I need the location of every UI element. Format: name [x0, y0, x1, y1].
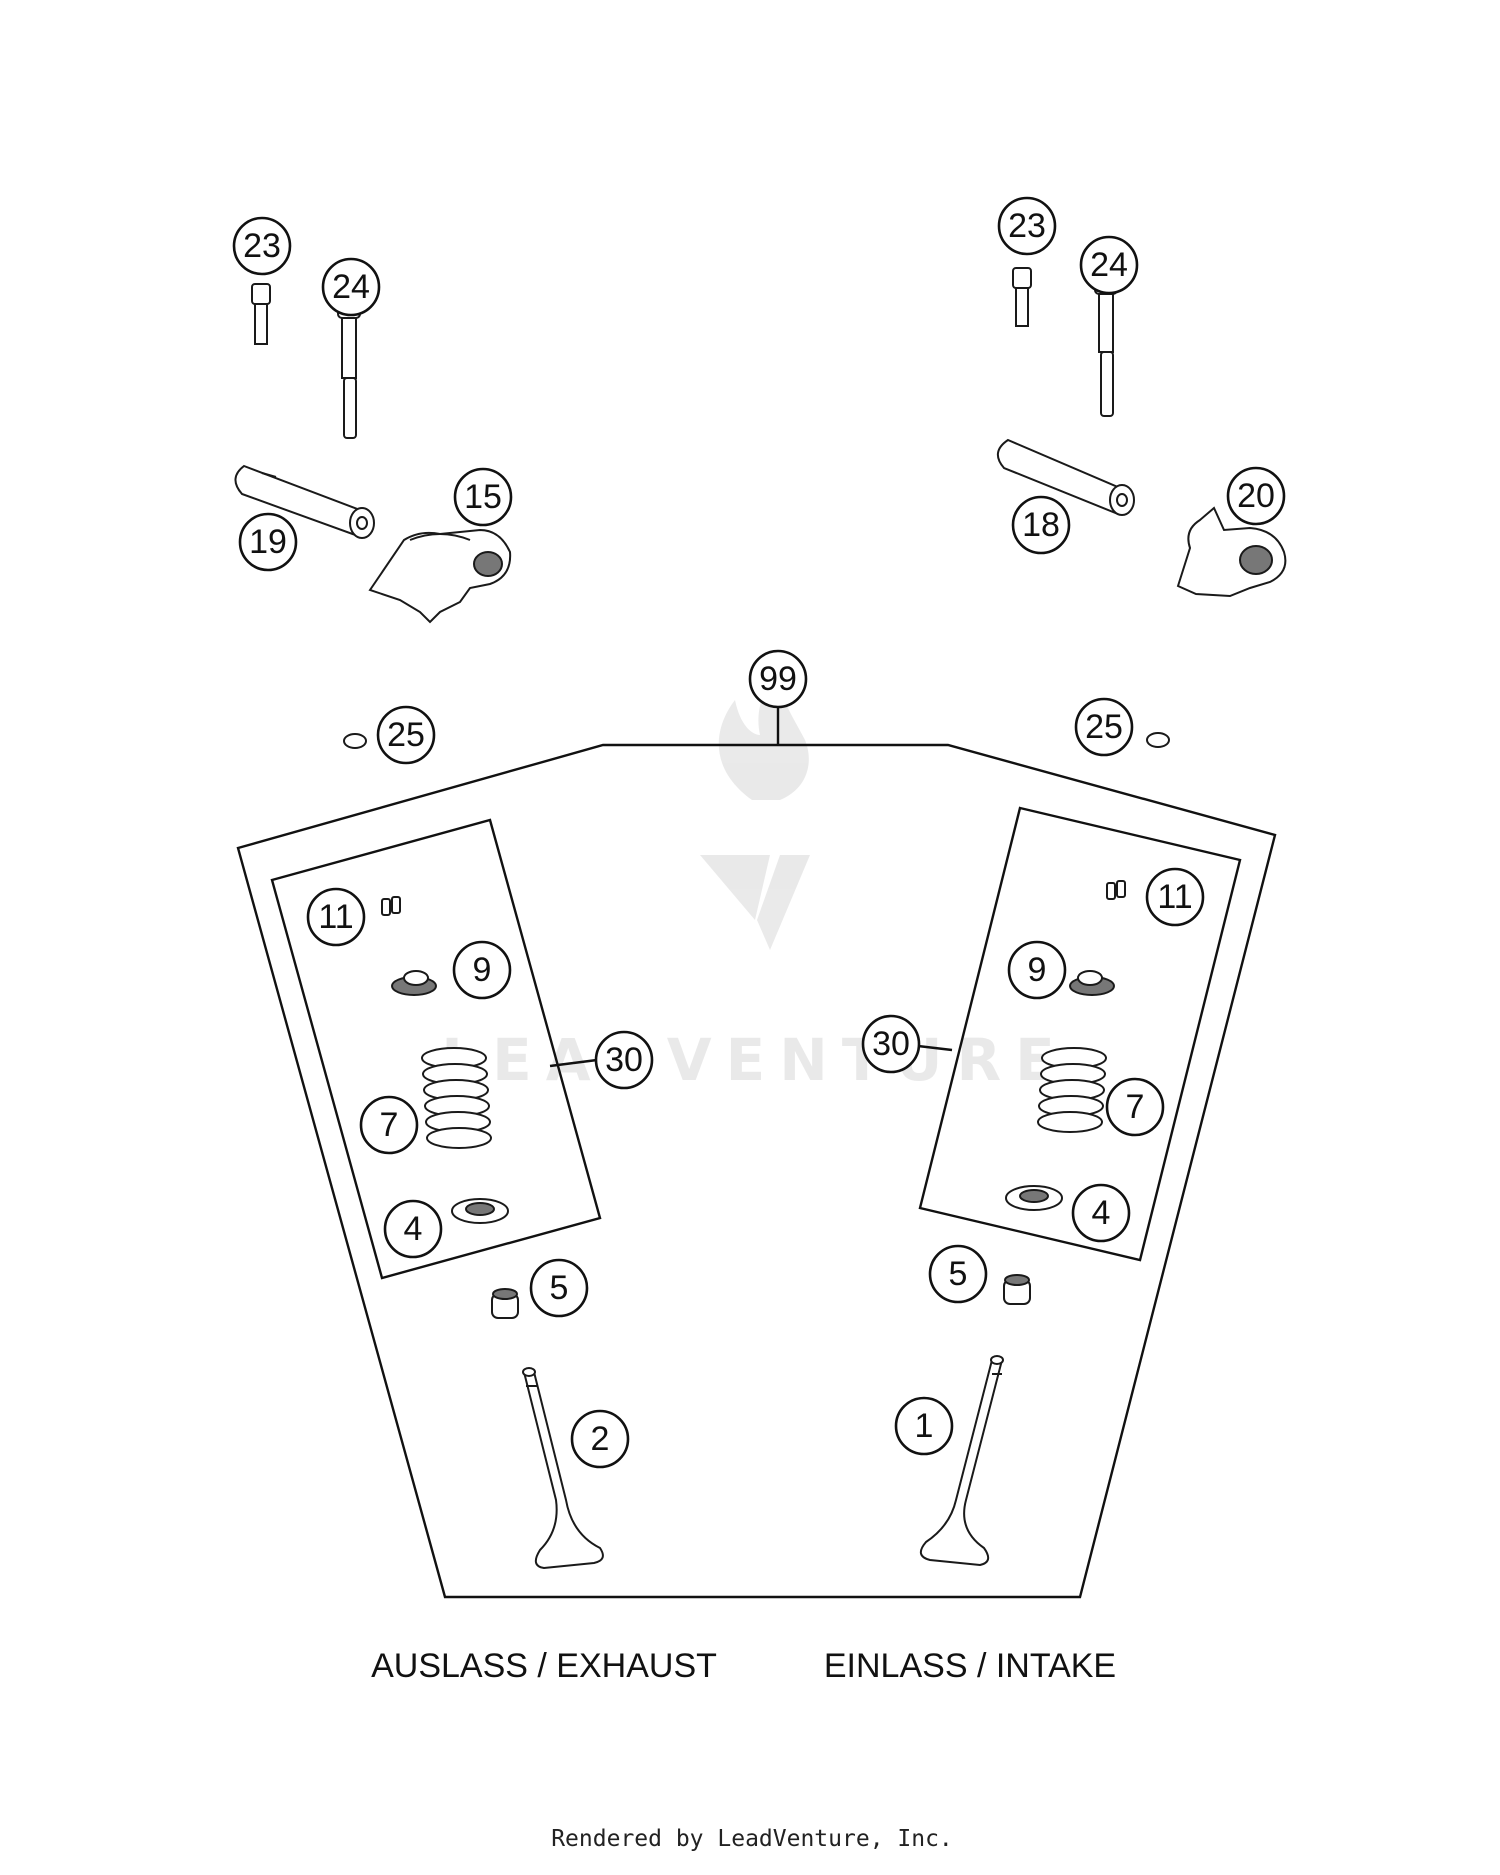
- callout-24-left: 24: [321, 257, 381, 317]
- shim-25-right-icon: [1146, 732, 1170, 748]
- svg-text:24: 24: [332, 268, 370, 306]
- valve-keepers-11-left-icon: [381, 896, 401, 916]
- callout-19: 19: [238, 512, 298, 572]
- callout-5-left: 5: [529, 1258, 589, 1318]
- callout-5-right: 5: [928, 1244, 988, 1304]
- spring-seat-4-right-icon: [1005, 1185, 1063, 1211]
- intake-valve-1-icon: [919, 1355, 1004, 1567]
- svg-text:19: 19: [249, 523, 287, 561]
- rocker-arm-20-icon: [1176, 506, 1287, 598]
- callout-23-left: 23: [232, 216, 292, 276]
- valve-spring-7-left-icon: [421, 1047, 492, 1149]
- callout-11-left: 11: [306, 887, 366, 947]
- callout-9-left: 9: [452, 940, 512, 1000]
- rocker-shaft-18-icon: [997, 438, 1135, 516]
- svg-text:18: 18: [1022, 506, 1060, 544]
- watermark-text: LEADVENTURE: [441, 1026, 1069, 1094]
- bolt-23-left-icon: [251, 283, 271, 345]
- svg-text:5: 5: [550, 1269, 569, 1307]
- exhaust-label: AUSLASS / EXHAUST: [371, 1647, 717, 1685]
- rocker-shaft-19-icon: [234, 464, 375, 539]
- svg-text:7: 7: [1126, 1088, 1145, 1126]
- v-logo-icon: [700, 855, 810, 950]
- intake-label: EINLASS / INTAKE: [824, 1647, 1116, 1685]
- callout-11-right: 11: [1145, 867, 1205, 927]
- svg-text:7: 7: [380, 1106, 399, 1144]
- svg-text:25: 25: [387, 716, 425, 754]
- svg-text:30: 30: [872, 1025, 910, 1063]
- callout-1: 1: [894, 1396, 954, 1456]
- svg-text:23: 23: [243, 227, 281, 265]
- svg-text:15: 15: [464, 478, 502, 516]
- kit-99-outline: [236, 743, 1277, 1599]
- svg-text:30: 30: [605, 1041, 643, 1079]
- flame-icon: [718, 672, 809, 800]
- shim-25-left-icon: [343, 733, 367, 749]
- rocker-arm-15-icon: [368, 528, 512, 624]
- kit-30-left-outline: [270, 818, 602, 1280]
- svg-text:2: 2: [591, 1420, 610, 1458]
- callout-4-right: 4: [1071, 1183, 1131, 1243]
- callout-23-right: 23: [997, 196, 1057, 256]
- leadventure-watermark: LEADVENTURE: [441, 672, 1069, 1094]
- callout-9-right: 9: [1007, 940, 1067, 1000]
- exhaust-valve-2-icon: [522, 1367, 604, 1570]
- svg-text:4: 4: [404, 1210, 423, 1248]
- svg-text:4: 4: [1092, 1194, 1111, 1232]
- callout-25-left: 25: [376, 705, 436, 765]
- callout-99: 99: [748, 649, 808, 709]
- valve-keepers-11-right-icon: [1106, 880, 1126, 900]
- bolt-23-right-icon: [1012, 267, 1032, 327]
- svg-text:99: 99: [759, 660, 797, 698]
- callout-30-left: 30: [594, 1030, 654, 1090]
- valve-spring-7-right-icon: [1037, 1047, 1107, 1133]
- spring-retainer-9-left-icon: [391, 970, 437, 996]
- svg-text:1: 1: [915, 1407, 934, 1445]
- callout-2: 2: [570, 1409, 630, 1469]
- spring-seat-4-left-icon: [451, 1198, 509, 1224]
- callout-18: 18: [1011, 495, 1071, 555]
- kit-30-right-outline: [918, 806, 1242, 1262]
- callout-7-right: 7: [1105, 1077, 1165, 1137]
- spring-retainer-9-right-icon: [1069, 970, 1115, 996]
- callout-24-right: 24: [1079, 235, 1139, 295]
- svg-text:20: 20: [1237, 477, 1275, 515]
- callout-25-right: 25: [1074, 697, 1134, 757]
- kit-30-left-leader: [549, 1058, 598, 1068]
- callout-4-left: 4: [383, 1199, 443, 1259]
- svg-text:9: 9: [473, 951, 492, 989]
- svg-text:11: 11: [1157, 878, 1192, 916]
- svg-text:5: 5: [949, 1255, 968, 1293]
- callout-15: 15: [453, 467, 513, 527]
- callout-20: 20: [1226, 466, 1286, 526]
- callout-7-left: 7: [359, 1095, 419, 1155]
- stem-seal-5-right-icon: [1003, 1274, 1031, 1305]
- svg-text:11: 11: [318, 898, 353, 936]
- stem-seal-5-left-icon: [491, 1288, 519, 1319]
- svg-text:24: 24: [1090, 246, 1128, 284]
- kit-30-right-leader: [917, 1044, 953, 1052]
- footer-credit: Rendered by LeadVenture, Inc.: [551, 1826, 953, 1852]
- svg-text:9: 9: [1028, 951, 1047, 989]
- svg-text:23: 23: [1008, 207, 1046, 245]
- callout-30-right: 30: [861, 1014, 921, 1074]
- svg-text:25: 25: [1085, 708, 1123, 746]
